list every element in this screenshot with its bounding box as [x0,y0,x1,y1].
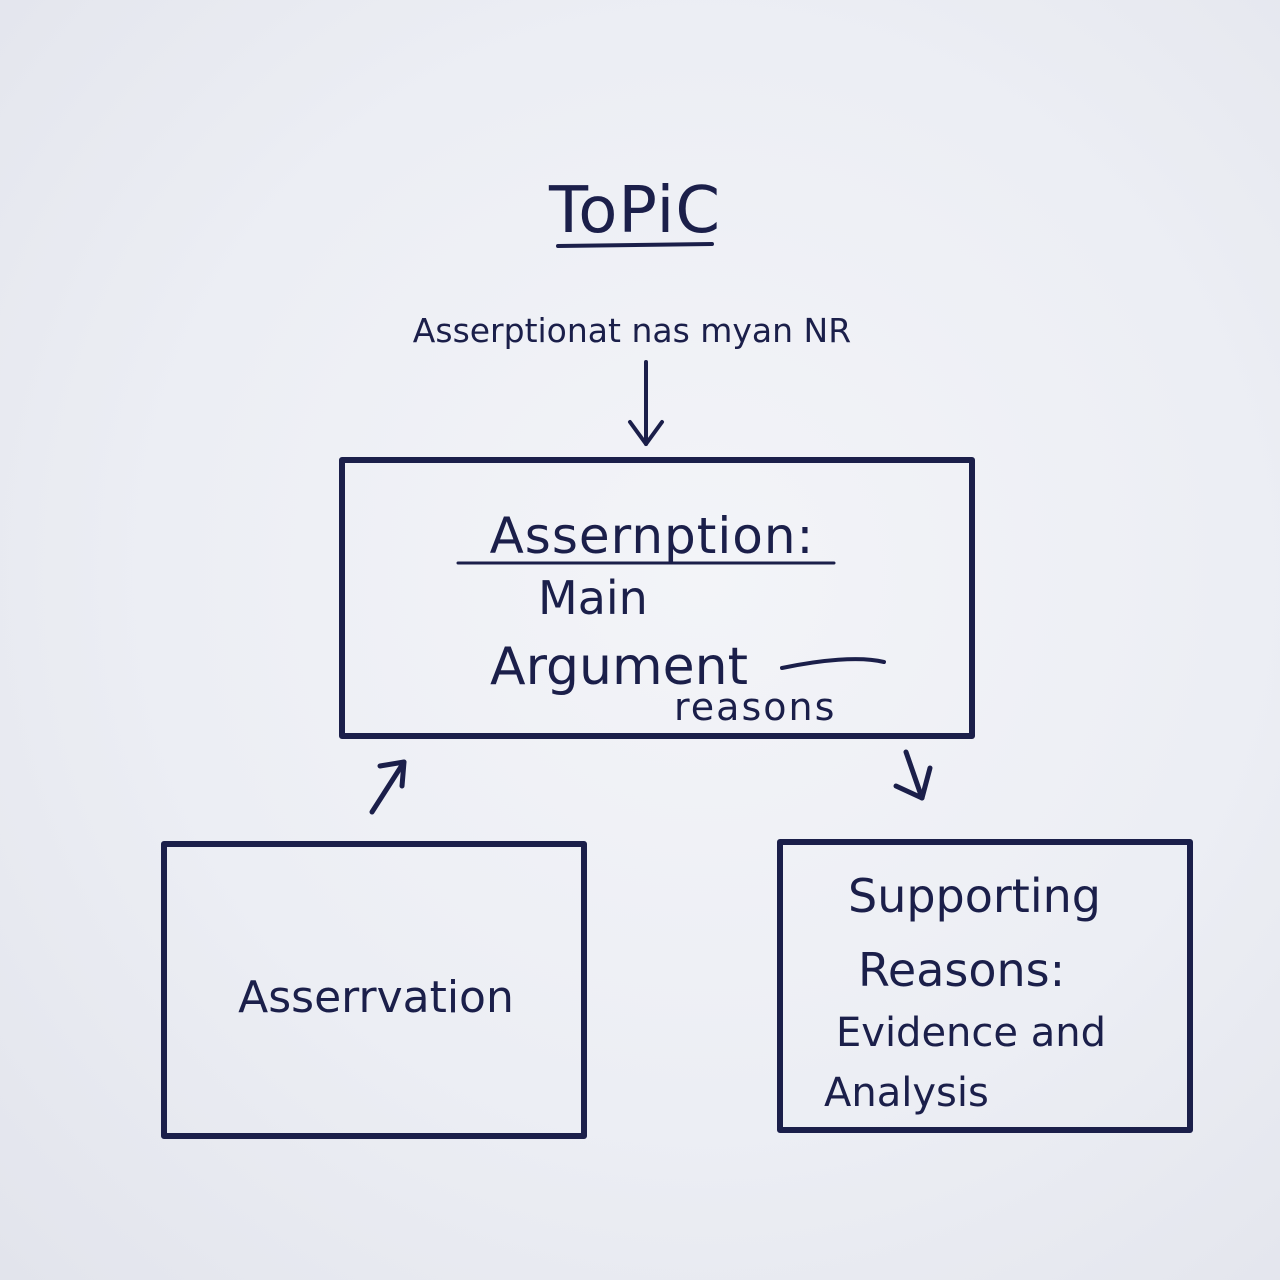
topic-title-group: ToPiC [548,174,721,248]
left-box-text: Asserrvation [238,972,514,1023]
right-box-border [777,839,1193,1133]
right-box-line3: Evidence and [836,1010,1106,1056]
main-box-line1: Main [538,571,648,625]
main-box-border [339,457,975,739]
main-box-heading: Assernption: [490,507,815,565]
assertion-line-text: Asserptionat nas myan NR [413,311,851,350]
main-box-line3: reasons [674,685,836,729]
arrow-down-right-icon [893,749,933,801]
topic-title: ToPiC [548,174,721,248]
observation-box: Asserrvation [161,841,587,1139]
main-argument-box: Assernption: Main Argument reasons [339,457,975,739]
right-box-line2: Reasons: [858,943,1065,997]
supporting-reasons-box: Supporting Reasons: Evidence and Analysi… [777,839,1193,1133]
main-box-line2: Argument [490,637,748,697]
right-box-line4: Analysis [824,1070,989,1116]
right-box-line1: Supporting [848,869,1101,923]
arrow-down-icon [628,360,664,446]
main-box-argument-flourish [780,657,886,670]
topic-underline [556,242,714,248]
arrow-up-right-icon [369,759,407,815]
left-box-border [161,841,587,1139]
